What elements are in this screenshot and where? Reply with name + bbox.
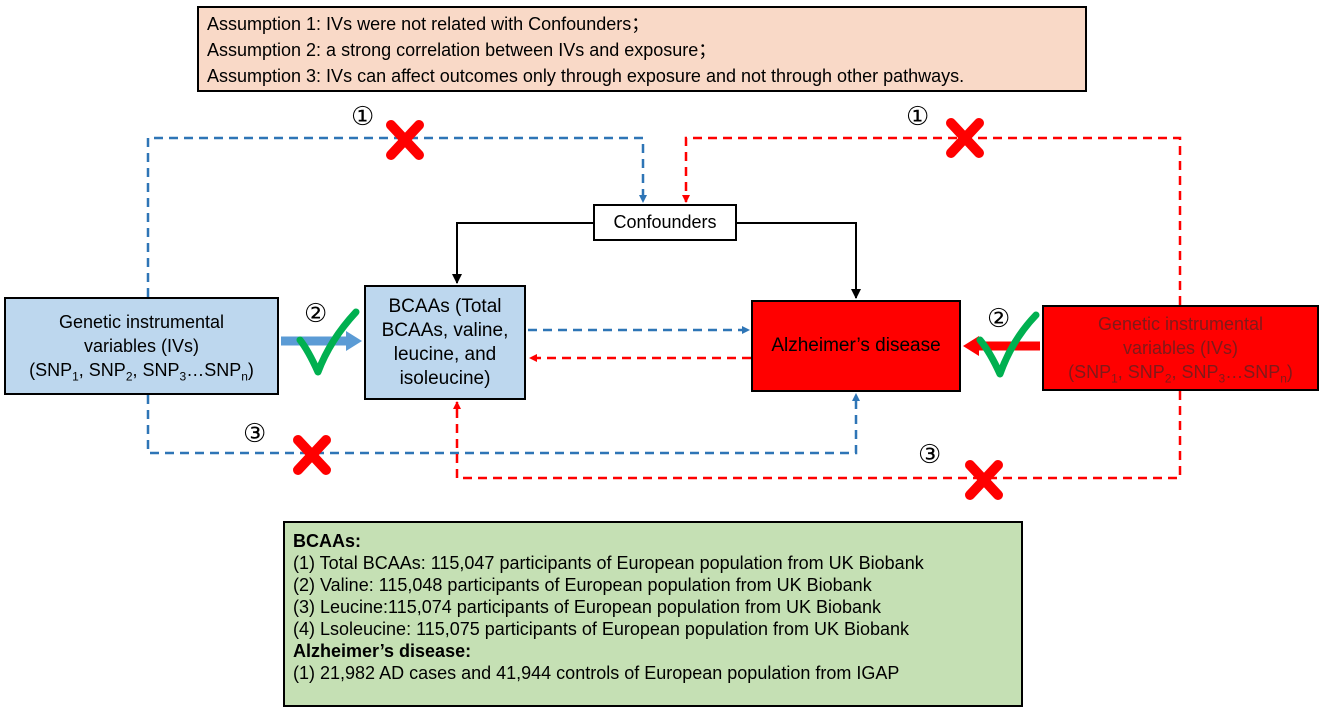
ad-sources-heading: Alzheimer’s disease: (293, 641, 472, 661)
cross-icon (386, 120, 424, 160)
blue-path-iv-to-ad (146, 393, 860, 455)
bcaa-source-item: (1) Total BCAAs: 115,047 participants of… (293, 553, 924, 573)
check-icon (976, 311, 1040, 378)
marker-one-right: ① (906, 102, 930, 132)
bcaa-line1: BCAAs (Total (388, 295, 502, 317)
assumption-2: Assumption 2: a strong correlation betwe… (207, 40, 717, 60)
iv-right-snps: (SNP1, SNP2, SNP3…SNPn) (1068, 362, 1293, 386)
iv-box-right: Genetic instrumental variables (IVs) (SN… (1042, 305, 1319, 391)
cross-icon (946, 118, 984, 158)
confounders-to-bcaa-arrow (452, 222, 593, 284)
alzheimers-box: Alzheimer’s disease (751, 300, 961, 392)
iv-right-line2: variables (IVs) (1122, 338, 1239, 358)
bcaa-line2: BCAAs, valine, (381, 319, 509, 341)
bcaa-source-item: (4) Lsoleucine: 115,075 participants of … (293, 619, 910, 639)
alzheimers-label: Alzheimer’s disease (771, 335, 941, 356)
confounders-to-ad-arrow (737, 222, 861, 299)
assumption-3: Assumption 3: IVs can affect outcomes on… (207, 66, 965, 86)
confounders-box: Confounders (593, 204, 737, 241)
iv-left-line2: variables (IVs) (83, 336, 200, 356)
red-path-iv-to-bcaa (453, 391, 1182, 480)
marker-three-right: ③ (918, 440, 942, 470)
bcaa-source-item: (3) Leucine:115,074 participants of Euro… (293, 597, 882, 617)
marker-one-left: ① (351, 102, 375, 132)
iv-right-line1: Genetic instrumental (1097, 314, 1264, 334)
bcaa-line3: leucine, and (393, 343, 497, 365)
marker-three-left: ③ (243, 419, 267, 449)
iv-left-snps: (SNP1, SNP2, SNP3…SNPn) (29, 360, 254, 384)
assumptions-box: Assumption 1: IVs were not related with … (197, 6, 1087, 92)
blue-path-iv-to-confounders (146, 136, 647, 297)
iv-left-line1: Genetic instrumental (58, 312, 225, 332)
bcaa-sources-heading: BCAAs: (293, 531, 362, 551)
red-iv-to-ad-arrowhead (963, 336, 979, 356)
marker-two-right: ② (987, 304, 1011, 334)
ad-source-item: (1) 21,982 AD cases and 41,944 controls … (293, 663, 900, 683)
iv-box-left: Genetic instrumental variables (IVs) (SN… (4, 297, 279, 395)
data-sources-box: BCAAs: (1) Total BCAAs: 115,047 particip… (283, 521, 1023, 707)
bcaa-box: BCAAs (Total BCAAs, valine, leucine, and… (364, 285, 526, 400)
cross-icon (293, 435, 331, 475)
bcaa-line4: isoleucine) (399, 367, 491, 389)
marker-two-left: ② (304, 299, 328, 329)
red-path-iv-to-confounders (682, 136, 1182, 305)
blue-iv-to-bcaa-arrowhead (346, 331, 362, 351)
assumption-1: Assumption 1: IVs were not related with … (207, 14, 650, 34)
check-icon (296, 308, 360, 376)
cross-icon (965, 460, 1003, 500)
confounders-label: Confounders (613, 212, 717, 232)
bcaa-source-item: (2) Valine: 115,048 participants of Euro… (293, 575, 872, 595)
